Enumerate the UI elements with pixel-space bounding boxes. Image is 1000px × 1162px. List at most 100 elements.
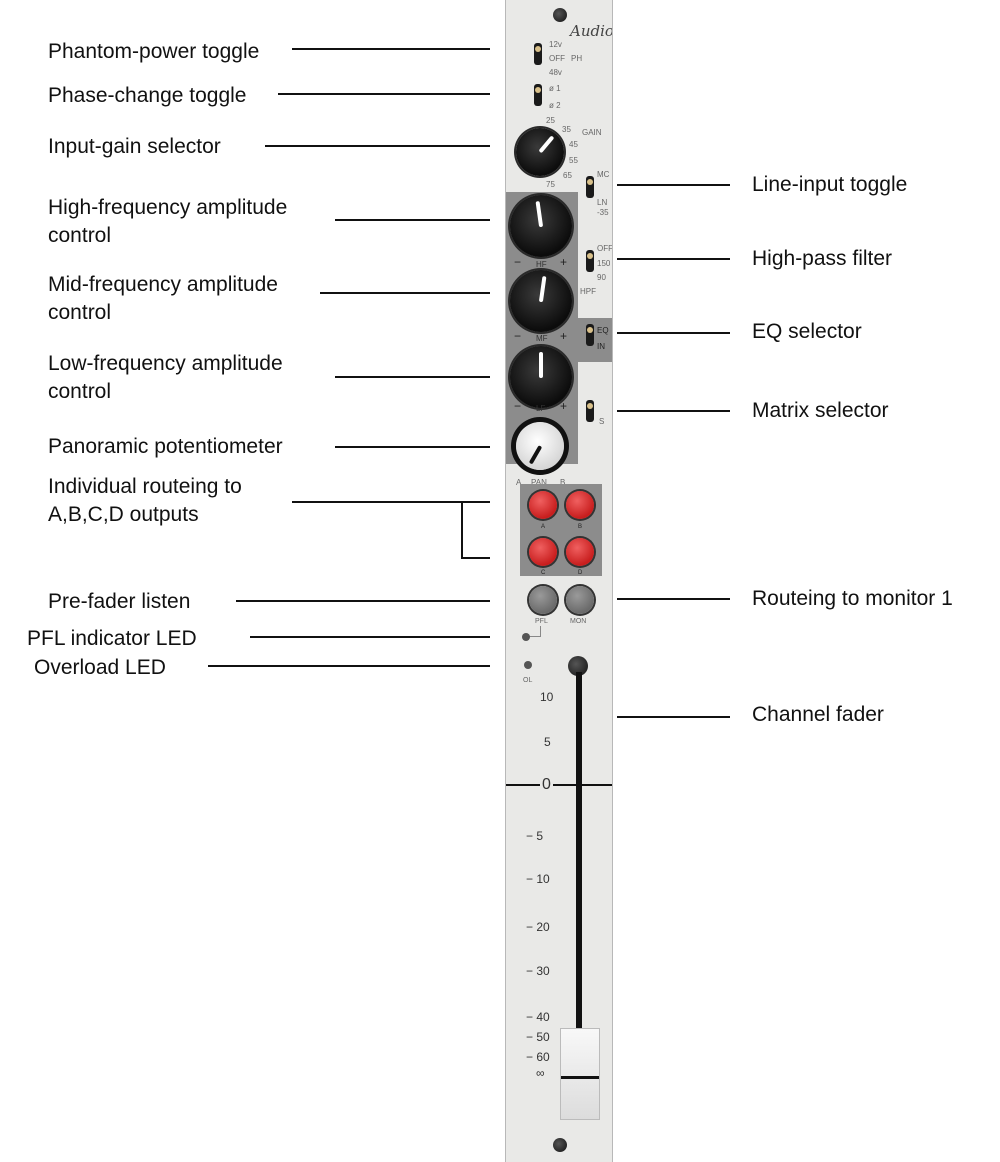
gain-mark-65: 65 (563, 171, 572, 180)
label-hpf: High-pass filter (752, 247, 893, 270)
fader-track (576, 672, 582, 1042)
line-input-toggle[interactable] (586, 176, 594, 198)
fader-scale-minus5: − 5 (526, 829, 544, 843)
label-input-gain: Input-gain selector (48, 135, 221, 158)
label-line-input: Line-input toggle (752, 173, 908, 196)
label-channel-fader: Channel fader (752, 703, 884, 726)
leader-routing-bracket (461, 501, 463, 558)
matrix-mark-s: S (599, 417, 605, 426)
label-routing: Individual routeing to A,B,C,D outputs (48, 475, 242, 526)
leader-lf-control (335, 376, 490, 378)
leader-pan-pot (335, 446, 490, 448)
fader-scale-10: 10 (540, 690, 554, 704)
matrix-selector-toggle[interactable] (586, 400, 594, 422)
pfl-bracket (524, 626, 541, 637)
monitor-button[interactable] (566, 586, 594, 614)
mf-knob[interactable] (510, 270, 572, 332)
fader-scale-minus30: − 30 (526, 964, 550, 978)
lf-minus: − (514, 399, 522, 413)
pfl-label: PFL (535, 618, 548, 625)
leader-pre-fader-listen (236, 600, 490, 602)
line-mark-ln: LN (597, 198, 608, 207)
top-screw (553, 8, 567, 22)
brand-logo: Audio (570, 22, 613, 40)
bottom-screw (553, 1138, 567, 1152)
leader-hpf (617, 258, 730, 260)
leader-hf-control (335, 219, 490, 221)
lf-knob[interactable] (510, 346, 572, 408)
label-overload-led: Overload LED (34, 656, 166, 679)
gain-mark-45: 45 (569, 140, 578, 149)
fader-scale-5: 5 (544, 735, 551, 749)
label-pan-pot: Panoramic potentiometer (48, 435, 283, 458)
hf-label: HF (536, 260, 547, 269)
leader-eq (617, 332, 730, 334)
mf-label: MF (536, 334, 548, 343)
route-c-button[interactable] (529, 538, 557, 566)
route-d-button[interactable] (566, 538, 594, 566)
leader-routing-top (292, 501, 490, 503)
lf-pointer (539, 352, 543, 378)
phantom-power-toggle[interactable] (534, 43, 542, 65)
hf-plus: + (560, 255, 568, 269)
gain-mark-55: 55 (569, 156, 578, 165)
input-gain-knob[interactable] (516, 128, 564, 176)
hpf-mark-90: 90 (597, 273, 606, 282)
fader-scale-minus50: − 50 (526, 1030, 550, 1044)
label-hf-control: High-frequency amplitude control (48, 196, 288, 247)
fader-scale-minus60: − 60 (526, 1050, 550, 1064)
overload-led (524, 661, 532, 669)
leader-mf-control (320, 292, 490, 294)
gain-label: GAIN (582, 128, 602, 137)
route-a-button[interactable] (529, 491, 557, 519)
label-pfl-led: PFL indicator LED (27, 627, 197, 650)
high-pass-filter-toggle[interactable] (586, 250, 594, 272)
label-matrix: Matrix selector (752, 399, 889, 422)
phase-change-toggle[interactable] (534, 84, 542, 106)
pan-label: PAN (531, 478, 547, 487)
pfl-button[interactable] (529, 586, 557, 614)
fader-scale-minus40: − 40 (526, 1010, 550, 1024)
gain-mark-25: 25 (546, 116, 555, 125)
label-phase-change: Phase-change toggle (48, 84, 247, 107)
fader-scale-minus10: − 10 (526, 872, 550, 886)
phantom-mark-off: OFF (549, 54, 565, 63)
route-b-button[interactable] (566, 491, 594, 519)
eq-selector-toggle[interactable] (586, 324, 594, 346)
leader-phantom-power (292, 48, 490, 50)
leader-line-input (617, 184, 730, 186)
fader-top-screw (568, 656, 588, 676)
fader-cap-line (561, 1076, 599, 1079)
pan-pointer (528, 445, 543, 465)
label-eq: EQ selector (752, 320, 862, 343)
mf-minus: − (514, 329, 522, 343)
hf-minus: − (514, 255, 522, 269)
leader-pfl-led (250, 636, 490, 638)
pan-label-a: A (516, 478, 522, 487)
fader-scale-minus20: − 20 (526, 920, 550, 934)
leader-phase-change (278, 93, 490, 95)
hpf-mark-off: OFF (597, 244, 613, 253)
phantom-mark-48v: 48v (549, 68, 562, 77)
label-monitor: Routeing to monitor 1 (752, 587, 953, 610)
mf-pointer (538, 275, 547, 303)
channel-fader-knob[interactable] (560, 1028, 600, 1120)
hf-pointer (535, 200, 544, 228)
label-mf-control: Mid-frequency amplitude control (48, 273, 278, 324)
label-pre-fader-listen: Pre-fader listen (48, 590, 191, 613)
fader-scale-infinity: ∞ (536, 1066, 545, 1080)
pan-knob[interactable] (516, 422, 564, 470)
channel-strip: Audio 12v OFF PH 48v ø 1 ø 2 GAIN 25 35 … (505, 0, 613, 1162)
leader-overload-led (208, 665, 490, 667)
pan-label-b: B (560, 478, 566, 487)
phantom-mark-ph: PH (571, 54, 583, 63)
route-a-label: A (541, 524, 546, 530)
route-b-label: B (578, 524, 583, 530)
eq-mark-eq: EQ (597, 326, 609, 335)
leader-channel-fader (617, 716, 730, 718)
fader-scale-0: 0 (540, 776, 553, 794)
gain-mark-35: 35 (562, 125, 571, 134)
label-lf-control: Low-frequency amplitude control (48, 352, 283, 403)
hf-knob[interactable] (510, 195, 572, 257)
leader-input-gain (265, 145, 490, 147)
